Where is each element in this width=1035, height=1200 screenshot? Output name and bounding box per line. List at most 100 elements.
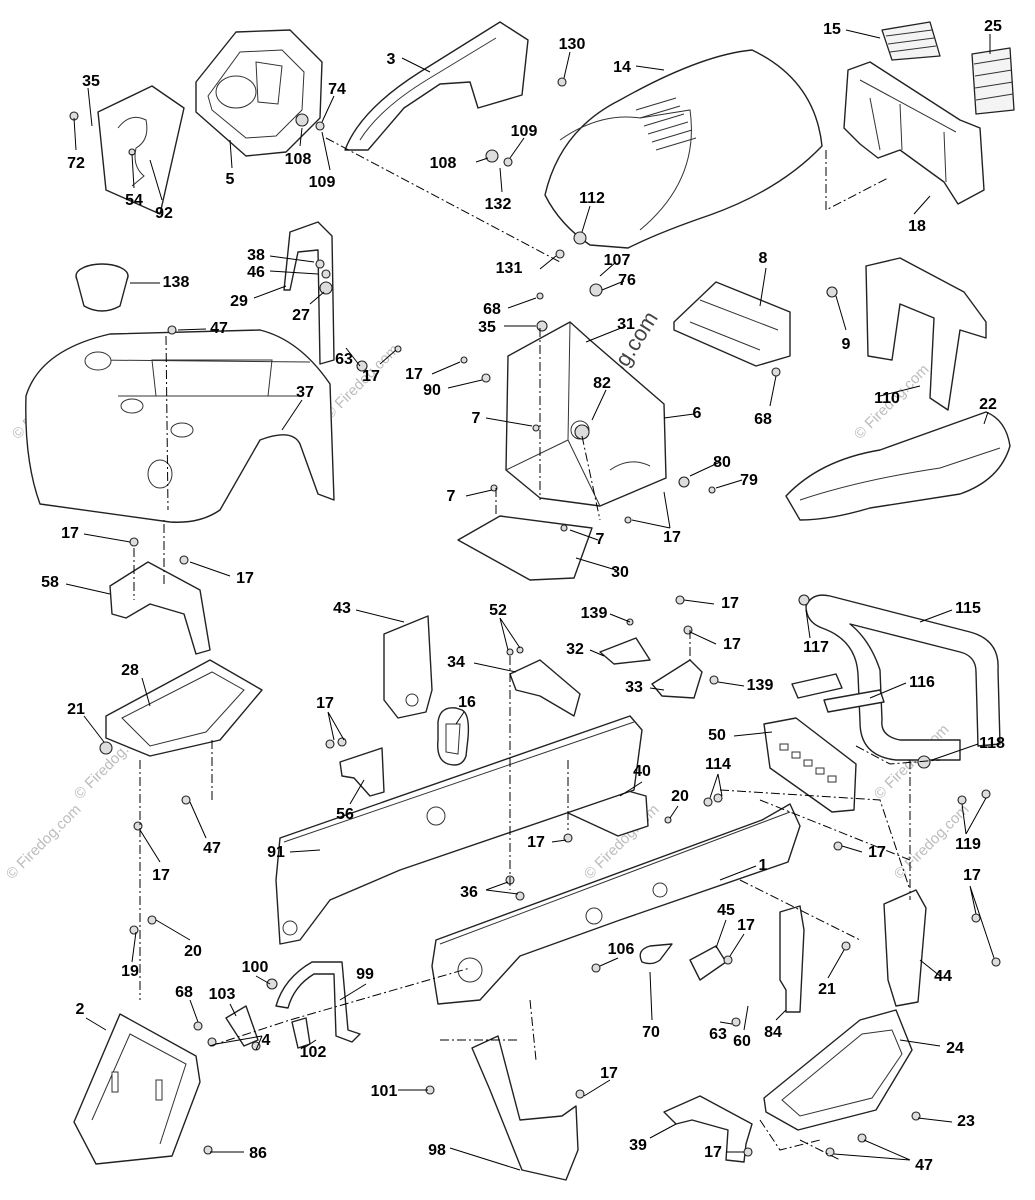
callout-c-20a: 20 [671,788,689,805]
callout-c-38: 38 [247,247,265,264]
callout-c-30: 30 [611,564,629,581]
part-1-frame-right [431,803,801,1005]
callout-c-102: 102 [300,1044,327,1061]
callout-c-109b: 109 [511,123,538,140]
callout-c-35a: 35 [82,73,100,90]
callout-c-47c: 47 [915,1157,933,1174]
callout-c-63a: 63 [335,351,353,368]
callout-c-91: 91 [267,844,285,861]
part-84-bracket [779,905,805,1013]
part-22-bumper [785,411,1011,521]
part-14-hood [544,49,823,249]
callout-c-103: 103 [209,986,236,1003]
callout-c-72: 72 [67,155,85,172]
callout-c-5: 5 [226,171,235,188]
callout-c-108a: 108 [285,151,312,168]
part-99-lever [275,961,361,1043]
part-56-bracket [339,747,385,797]
callout-c-45: 45 [717,902,735,919]
callout-c-110: 110 [874,390,900,407]
callout-c-68b: 68 [754,411,772,428]
callout-c-2: 2 [76,1001,85,1018]
part-116-rod [823,689,885,713]
part-92-shield [97,85,185,215]
part-117-bar [791,673,843,699]
callout-c-17f: 17 [721,595,739,612]
part-39-bracket [663,1095,753,1163]
callout-c-56: 56 [336,806,354,823]
callout-c-22: 22 [979,396,997,413]
callout-c-44: 44 [934,968,952,985]
callout-c-29: 29 [230,293,248,310]
part-30-plate [457,515,593,581]
callout-c-35b: 35 [478,319,496,336]
callout-c-118: 118 [979,735,1005,752]
part-110-bracket [865,257,987,411]
callout-c-17h: 17 [316,695,334,712]
callout-c-58: 58 [41,574,59,591]
watermark-left-low: © Firedog.com [3,801,85,883]
callout-c-98: 98 [428,1142,446,1159]
part-25-grille [971,47,1015,115]
callout-c-47b: 47 [203,840,221,857]
callout-c-21a: 21 [67,701,85,718]
callout-c-106: 106 [608,941,635,958]
callout-c-31: 31 [617,316,635,333]
callout-c-14: 14 [613,59,631,76]
callout-c-99: 99 [356,966,374,983]
callout-c-36: 36 [460,884,478,901]
assembly-lines [133,137,941,1161]
callout-c-17d: 17 [61,525,79,542]
callout-c-17l: 17 [963,867,981,884]
callout-c-17g: 17 [723,636,741,653]
callout-c-47a: 47 [210,320,228,337]
callout-c-7c: 7 [596,531,605,548]
callout-c-39: 39 [629,1137,647,1154]
callout-c-20b: 20 [184,943,202,960]
callout-c-117: 117 [803,639,829,656]
callout-c-17a: 17 [362,368,380,385]
callout-c-119: 119 [955,836,981,853]
callout-c-84: 84 [764,1024,782,1041]
callout-c-92: 92 [155,205,173,222]
part-98-bracket [471,1035,579,1181]
callout-c-18: 18 [908,218,926,235]
callout-c-80: 80 [713,454,731,471]
callout-c-17n: 17 [600,1065,618,1082]
callout-c-108b: 108 [430,155,457,172]
callout-c-28: 28 [121,662,139,679]
callout-c-24: 24 [946,1040,964,1057]
callout-c-46: 46 [247,264,265,281]
part-18-rear-panel [843,61,985,205]
part-28-footrest [105,659,263,757]
part-103-bracket [225,1005,259,1047]
callout-c-82: 82 [593,375,611,392]
callout-c-101: 101 [371,1083,398,1100]
callout-c-15: 15 [823,21,841,38]
callout-c-40: 40 [633,763,651,780]
callout-c-100: 100 [242,959,269,976]
callout-c-79: 79 [740,472,758,489]
part-15-grille [881,21,941,61]
callout-c-7a: 7 [472,410,481,427]
part-5-dash-panel [195,29,323,157]
part-45-spring-bracket [689,945,727,981]
fasteners [69,77,1001,1157]
callout-c-131: 131 [496,260,523,277]
callout-c-114: 114 [705,756,731,773]
callout-c-17j: 17 [868,844,886,861]
callout-c-17i: 17 [527,834,545,851]
callout-c-19: 19 [121,963,139,980]
callout-c-74: 74 [328,81,346,98]
callout-c-17o: 17 [704,1144,722,1161]
callout-c-6: 6 [693,405,702,422]
callout-c-23: 23 [957,1113,975,1130]
callout-c-3: 3 [387,51,396,68]
callout-c-1: 1 [759,857,768,874]
callout-c-70: 70 [642,1024,660,1041]
callout-c-86: 86 [249,1145,267,1162]
part-44-bracket [883,889,927,1007]
part-115-tube [805,594,1001,761]
callout-c-68c: 68 [175,984,193,1001]
